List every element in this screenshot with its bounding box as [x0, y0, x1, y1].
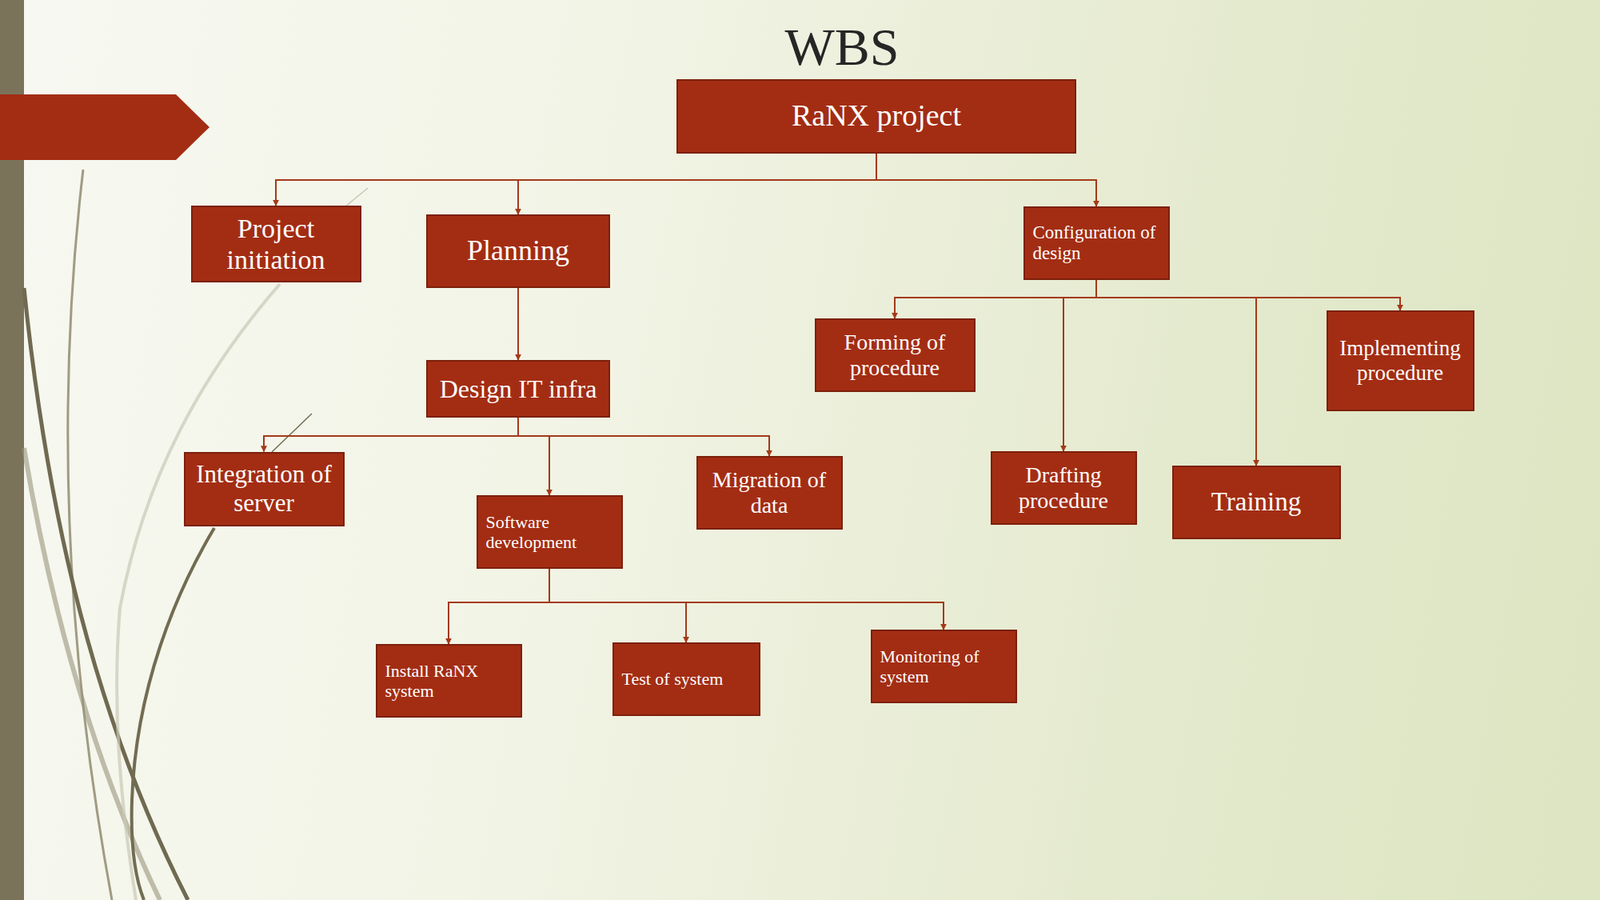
deco-curve	[131, 527, 215, 900]
wbs-box: Drafting procedure	[990, 450, 1138, 525]
box-label: Configuration of design	[1033, 222, 1161, 265]
deco-curve	[23, 447, 160, 900]
wbs-box: Configuration of design	[1023, 206, 1170, 280]
wbs-connector	[1063, 279, 1097, 451]
wbs-connector	[876, 153, 1097, 208]
box-label: Migration of data	[706, 466, 834, 519]
wbs-connector	[549, 568, 944, 630]
wbs-connector	[1096, 279, 1401, 311]
wbs-box: Implementing procedure	[1326, 310, 1475, 411]
box-label: Project initiation	[200, 212, 352, 276]
wbs-box: Design IT infra	[426, 359, 611, 418]
wbs-connector	[894, 279, 1097, 319]
wbs-box: Project initiation	[191, 205, 362, 283]
diagram-title: WBS	[784, 16, 899, 78]
box-label: Planning	[466, 234, 570, 268]
wbs-connector	[1096, 279, 1257, 466]
box-label: Drafting procedure	[1000, 462, 1128, 514]
deco-curve	[67, 169, 112, 900]
wbs-box: Planning	[426, 214, 611, 288]
wbs-box: Migration of data	[696, 455, 843, 530]
box-label: Training	[1211, 486, 1301, 518]
wbs-connector	[549, 568, 687, 643]
box-label: Install RaNX system	[385, 660, 513, 702]
box-label: RaNX project	[791, 98, 962, 134]
wbs-connector	[263, 417, 519, 452]
wbs-box: Monitoring of system	[870, 629, 1018, 703]
box-label: Forming of procedure	[824, 329, 966, 381]
box-label: Design IT infra	[439, 374, 598, 404]
wbs-box: RaNX project	[676, 79, 1077, 154]
box-label: Monitoring of system	[880, 646, 1008, 687]
box-label: Test of system	[622, 668, 751, 689]
box-label: Integration of server	[193, 459, 336, 517]
arrow-banner	[0, 94, 210, 160]
wbs-connector	[448, 568, 550, 644]
wbs-box: Integration of server	[183, 451, 345, 527]
wbs-box: Install RaNX system	[375, 643, 523, 718]
wbs-box: Training	[1172, 465, 1341, 539]
deco-curve	[116, 283, 280, 900]
wbs-box: Forming of procedure	[814, 318, 976, 392]
deco-curve	[23, 287, 188, 900]
wbs-connector	[518, 417, 770, 456]
wbs-connector	[518, 153, 877, 216]
deco-curve	[271, 413, 312, 452]
wbs-box: Test of system	[612, 642, 761, 716]
box-label: Implementing procedure	[1336, 335, 1465, 386]
wbs-connector	[518, 417, 550, 495]
wbs-connector	[517, 287, 519, 360]
wbs-box: Software development	[476, 494, 623, 569]
box-label: Software development	[486, 511, 614, 553]
